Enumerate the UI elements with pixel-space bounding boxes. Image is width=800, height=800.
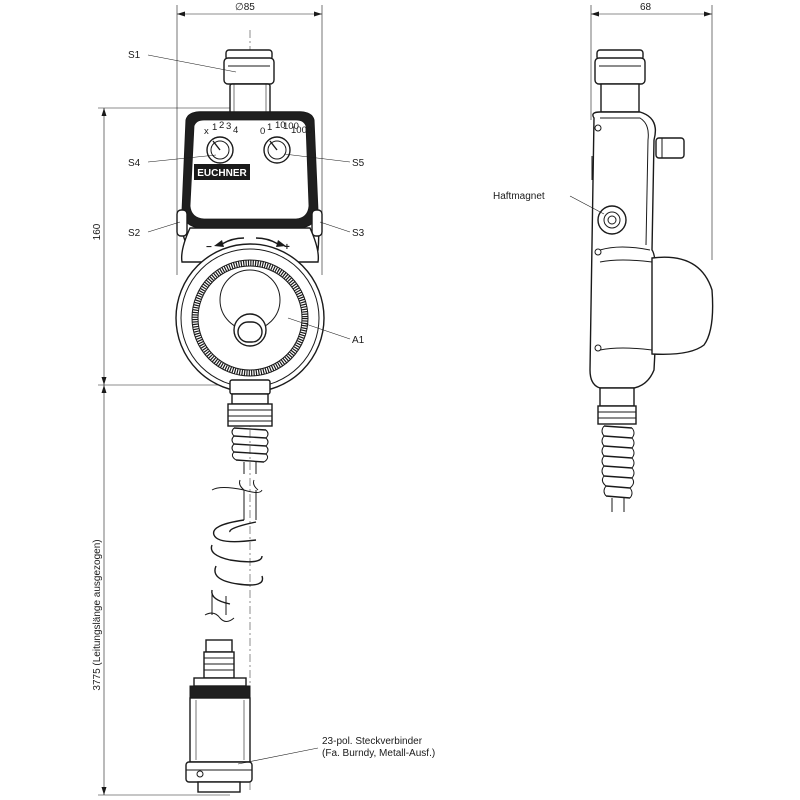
svg-text:1: 1	[212, 122, 217, 133]
housing-neck	[229, 379, 271, 395]
brand-label: EUCHNER	[197, 168, 247, 179]
label-magnet: Haftmagnet	[493, 191, 545, 202]
cable-gland	[227, 393, 273, 427]
svg-text:2: 2	[219, 120, 224, 131]
step-selector-switch: 0 1 10 100 1000	[260, 120, 312, 164]
callouts-front: S1 S4 S5 S2 S3 A1 23-pol. Steckverbinder…	[128, 50, 435, 765]
label-s3: S3	[352, 228, 365, 239]
label-s4: S4	[128, 158, 141, 169]
label-connector-2: (Fa. Burndy, Metall-Ausf.)	[322, 748, 435, 759]
svg-text:10: 10	[275, 120, 286, 131]
dimension-height: 160	[92, 107, 235, 386]
holding-magnet	[597, 205, 627, 235]
label-s5: S5	[352, 158, 365, 169]
svg-text:0: 0	[260, 126, 265, 137]
dimension-cable-label: 3775 (Leitungslänge ausgezogen)	[92, 539, 103, 690]
label-a1: A1	[352, 335, 365, 346]
svg-text:+: +	[284, 242, 290, 253]
front-view: ∅85 160 3775 (Leitungslänge ausgezogen)	[92, 2, 435, 796]
dimension-side-width-label: 68	[640, 2, 652, 13]
svg-text:3: 3	[226, 121, 231, 132]
enable-switch-left	[176, 209, 188, 237]
handwheel	[175, 243, 325, 393]
emergency-stop-button	[223, 49, 275, 115]
dimension-side-width: 68	[590, 2, 713, 260]
axis-selector-switch: x 1 2 3 4	[204, 120, 238, 164]
svg-text:1: 1	[267, 122, 272, 133]
dimension-diameter-label: ∅85	[235, 2, 255, 13]
label-s2: S2	[128, 228, 141, 239]
label-connector-1: 23-pol. Steckverbinder	[322, 736, 423, 747]
label-s1: S1	[128, 50, 141, 61]
enable-switch-right	[311, 209, 323, 237]
svg-text:100: 100	[283, 121, 299, 132]
brand-plate: EUCHNER	[194, 164, 250, 180]
side-view: 68	[493, 2, 714, 512]
svg-text:x: x	[204, 126, 209, 137]
handwheel-direction-arrows: − +	[206, 237, 290, 253]
cable-spring	[231, 427, 269, 474]
dimension-height-label: 160	[92, 223, 103, 240]
svg-text:4: 4	[233, 125, 238, 136]
svg-text:−: −	[206, 242, 212, 253]
break-lines	[211, 479, 263, 493]
connector	[185, 639, 253, 793]
svg-text:1000: 1000	[291, 125, 312, 136]
dimension-cable: 3775 (Leitungslänge ausgezogen)	[92, 385, 230, 796]
coiled-cable	[204, 490, 264, 622]
